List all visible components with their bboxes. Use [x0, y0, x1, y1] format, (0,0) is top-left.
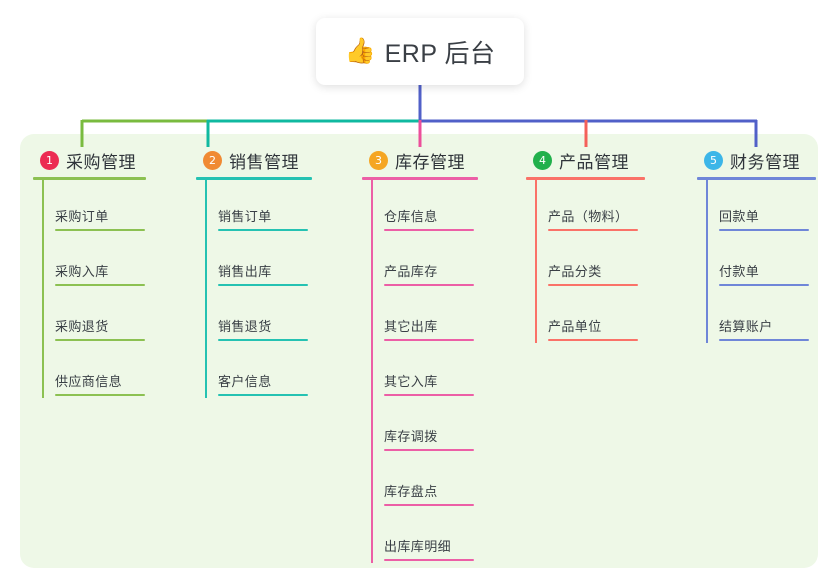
branch-item[interactable]: 销售退货	[218, 309, 308, 341]
branch-item-underline	[218, 229, 308, 231]
branch-item-underline	[384, 284, 474, 286]
branch-item-underline	[384, 339, 474, 341]
branch-item-underline	[55, 284, 145, 286]
branch-item-underline	[384, 504, 474, 506]
branch-item-label: 付款单	[719, 264, 760, 279]
branch-item-label: 其它入库	[384, 374, 438, 389]
branch-underline	[33, 177, 146, 180]
branch-item-underline	[384, 394, 474, 396]
branch-item[interactable]: 采购入库	[55, 254, 145, 286]
branch-item-underline	[218, 284, 308, 286]
branch-item[interactable]: 仓库信息	[384, 199, 474, 231]
branch-header-3[interactable]: 3 库存管理	[369, 148, 465, 173]
branch-item-underline	[384, 229, 474, 231]
branch-item-underline	[55, 229, 145, 231]
branch-item-label: 客户信息	[218, 374, 272, 389]
branch-item-label: 产品单位	[548, 319, 602, 334]
root-node[interactable]: 👍 ERP 后台	[316, 18, 524, 85]
branch-item-label: 产品库存	[384, 264, 438, 279]
branch-number-badge: 4	[533, 151, 552, 170]
branch-item[interactable]: 采购订单	[55, 199, 145, 231]
branch-spine	[205, 179, 207, 398]
branch-number-badge: 3	[369, 151, 388, 170]
branch-item[interactable]: 销售订单	[218, 199, 308, 231]
branch-item-label: 产品分类	[548, 264, 602, 279]
branch-item-underline	[384, 449, 474, 451]
branch-item-underline	[719, 284, 809, 286]
branch-item[interactable]: 产品单位	[548, 309, 638, 341]
branch-item-underline	[384, 559, 474, 561]
branch-item-underline	[548, 229, 638, 231]
branch-item[interactable]: 供应商信息	[55, 364, 145, 396]
branch-item-label: 出库库明细	[384, 539, 452, 554]
branch-item[interactable]: 产品（物料）	[548, 199, 638, 231]
branch-item[interactable]: 销售出库	[218, 254, 308, 286]
branch-title: 财务管理	[730, 153, 800, 172]
branch-header-1[interactable]: 1 采购管理	[40, 148, 136, 173]
branch-item-label: 销售退货	[218, 319, 272, 334]
branch-item[interactable]: 回款单	[719, 199, 809, 231]
branch-item[interactable]: 结算账户	[719, 309, 809, 341]
branch-item-label: 销售订单	[218, 209, 272, 224]
branch-underline	[362, 177, 478, 180]
diagram-panel	[20, 134, 818, 568]
branch-item[interactable]: 付款单	[719, 254, 809, 286]
branch-header-2[interactable]: 2 销售管理	[203, 148, 299, 173]
branch-spine	[42, 179, 44, 398]
thumbs-up-icon: 👍	[344, 37, 376, 65]
branch-item-label: 供应商信息	[55, 374, 123, 389]
branch-item[interactable]: 出库库明细	[384, 529, 474, 561]
branch-item-label: 库存调拨	[384, 429, 438, 444]
branch-item-underline	[548, 284, 638, 286]
branch-item-label: 采购入库	[55, 264, 109, 279]
branch-item-label: 采购订单	[55, 209, 109, 224]
branch-item[interactable]: 其它入库	[384, 364, 474, 396]
branch-header-5[interactable]: 5 财务管理	[704, 148, 800, 173]
branch-item[interactable]: 产品库存	[384, 254, 474, 286]
branch-item-label: 仓库信息	[384, 209, 438, 224]
branch-item-label: 库存盘点	[384, 484, 438, 499]
branch-item-label: 销售出库	[218, 264, 272, 279]
branch-item-underline	[719, 339, 809, 341]
branch-item-underline	[218, 339, 308, 341]
branch-item-underline	[55, 339, 145, 341]
branch-item-label: 回款单	[719, 209, 760, 224]
branch-number-badge: 2	[203, 151, 222, 170]
branch-item[interactable]: 采购退货	[55, 309, 145, 341]
branch-item-label: 采购退货	[55, 319, 109, 334]
branch-number-badge: 5	[704, 151, 723, 170]
branch-title: 产品管理	[559, 153, 629, 172]
branch-title: 库存管理	[395, 153, 465, 172]
root-node-title: ERP 后台	[384, 39, 496, 68]
branch-item-underline	[55, 394, 145, 396]
branch-item-underline	[719, 229, 809, 231]
branch-spine	[535, 179, 537, 343]
branch-number-badge: 1	[40, 151, 59, 170]
branch-title: 采购管理	[66, 153, 136, 172]
branch-item-label: 产品（物料）	[548, 209, 629, 224]
branch-item[interactable]: 产品分类	[548, 254, 638, 286]
branch-item[interactable]: 库存调拨	[384, 419, 474, 451]
root-node-content: 👍 ERP 后台	[344, 34, 495, 70]
branch-item[interactable]: 库存盘点	[384, 474, 474, 506]
branch-item-underline	[218, 394, 308, 396]
branch-item-underline	[548, 339, 638, 341]
branch-underline	[526, 177, 645, 180]
branch-item[interactable]: 客户信息	[218, 364, 308, 396]
branch-header-4[interactable]: 4 产品管理	[533, 148, 629, 173]
branch-spine	[706, 179, 708, 343]
branch-item[interactable]: 其它出库	[384, 309, 474, 341]
branch-item-label: 其它出库	[384, 319, 438, 334]
branch-item-label: 结算账户	[719, 319, 773, 334]
branch-underline	[196, 177, 312, 180]
branch-title: 销售管理	[229, 153, 299, 172]
branch-underline	[697, 177, 816, 180]
branch-spine	[371, 179, 373, 563]
